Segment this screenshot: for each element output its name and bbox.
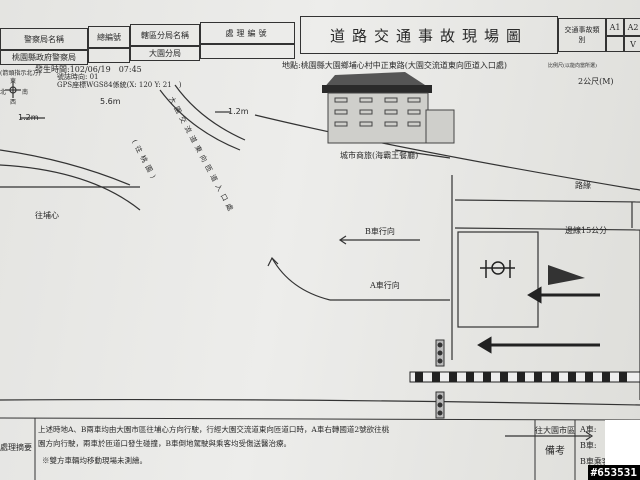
page-title: 道路交通事故現場圖 (300, 16, 558, 54)
b-direction-label: B車行向 (365, 227, 395, 236)
header-police-label: 警察局名稱 (0, 28, 88, 50)
motorcycle-icon (480, 260, 515, 278)
b-arrow-head (338, 235, 347, 245)
vehicle-box (457, 231, 539, 328)
building-icon (322, 72, 455, 144)
gps-info: GPS座標WGS84係統(X: 120 Y: 21 ) (57, 81, 182, 89)
building-leader (394, 149, 451, 159)
curb-label: 路緣 (575, 181, 591, 190)
to-dayuan-head (585, 431, 594, 441)
a-arrow-head (267, 256, 279, 267)
location: 地點:桃園縣大園鄉埔心村中正東路(大園交流道東向匝道入口處) (282, 61, 507, 70)
dim-left: 1.2m (18, 113, 39, 122)
summary-line-2: 園方向行駛，兩車於匝道口發生碰撞，B車倒地駕駛與乘客均受傷送醫治療。 (38, 439, 292, 448)
barrier-icon (409, 371, 640, 383)
summary-line-1: 上述時地A、B兩車均由大園市區往埔心方向行駛，行經大園交流道東向匝道口時，A車右… (38, 425, 390, 434)
category-a1: A1 (606, 18, 624, 36)
summary-label: 處理摘要 (0, 443, 32, 452)
watermark: #653531 (587, 465, 640, 480)
direction-note: (箭頭指示北方) (0, 70, 41, 77)
remarks-label: 備考 (545, 446, 565, 457)
header-case-value (200, 44, 295, 59)
to-dayuan-label: 往大園市區 (535, 426, 575, 435)
header-serial-value (88, 48, 130, 63)
left-curb-inner (0, 149, 131, 186)
signal-info: 號誌時向: 01 (57, 73, 99, 81)
scale-value: 2公尺(M) (578, 77, 614, 86)
header-serial-label: 總編號 (88, 26, 130, 48)
traffic-light-icon (435, 339, 445, 419)
accident-time: 發生時間:102/06/19 07:45 (35, 65, 142, 74)
compass-east: 東 (10, 78, 17, 85)
header-precinct-label: 轄區分局名稱 (130, 24, 200, 46)
a-direction-label: A車行向 (370, 281, 400, 290)
scale-note: 比例尺(以能向當所選) (548, 63, 597, 69)
vehicle-a-arrow (477, 286, 600, 354)
curb-line (454, 199, 640, 203)
compass-south: 南 (22, 89, 29, 96)
redaction-box (605, 420, 640, 465)
category-a1-mark (606, 36, 624, 52)
a-turn-path (271, 257, 331, 301)
compass-north: 北 (0, 89, 7, 96)
ramp-line-1 (159, 89, 241, 151)
left-curb-outer (0, 164, 141, 211)
remark-a: A車: (580, 425, 597, 434)
turn-arrow-icon (548, 265, 585, 285)
edge-line (454, 227, 640, 231)
ramp-line-2 (174, 84, 246, 141)
remark-c: B車乘客 (580, 457, 610, 466)
edge-line-label: 邊線15公分 (565, 226, 608, 235)
compass-west: 西 (10, 99, 17, 106)
header-police-value: 桃園縣政府警察局 (0, 50, 88, 65)
main-road-top (254, 114, 640, 191)
remark-b: B車: (580, 441, 597, 450)
summary-line-3: ※雙方車輛均移動現場未測繪。 (42, 456, 147, 465)
category-a2: A2 (624, 18, 640, 36)
bottom-road-edge (0, 398, 640, 406)
summary-top (0, 417, 640, 421)
header-precinct-value: 大園分局 (130, 46, 200, 61)
header-case-label: 處理編號 (200, 22, 295, 44)
to-puxin-label: 往埔心 (35, 211, 59, 220)
dim-right: 1.2m (228, 107, 249, 116)
category-a2-mark: V (624, 36, 640, 52)
building-label: 城市商旅(海霸王餐廳) (340, 151, 419, 160)
dim-mid: 5.6m (100, 97, 121, 106)
category-label: 交通事故類別 (558, 18, 606, 52)
